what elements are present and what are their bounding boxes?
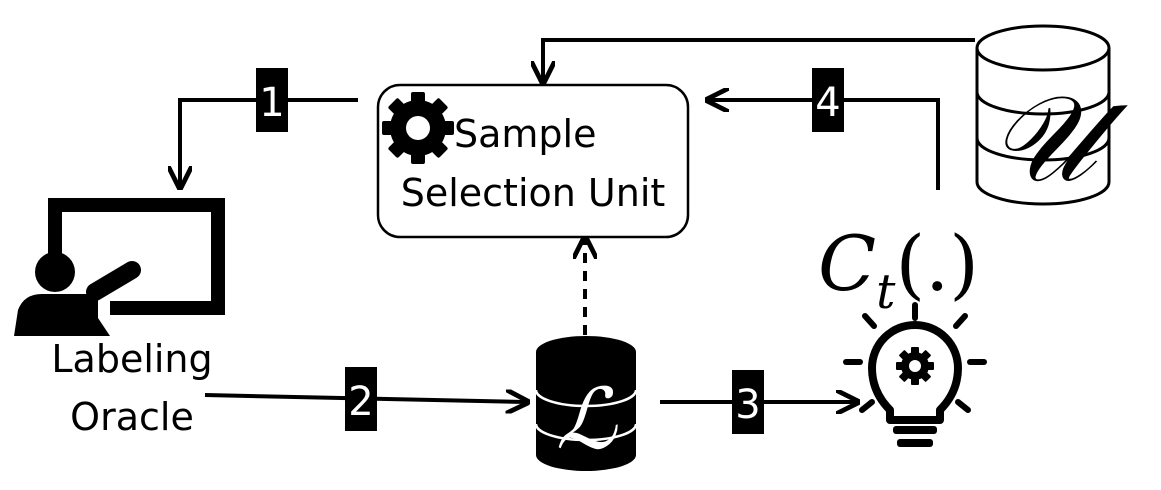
lightbulb-gear-icon <box>843 302 987 447</box>
gear-icon <box>382 92 454 164</box>
classifier-label: Ct(.) <box>818 219 979 320</box>
labeled-set-symbol: ℒ <box>556 370 618 468</box>
labeling-oracle: Labeling Oracle <box>14 198 225 439</box>
classifier: Ct(.) <box>818 219 987 447</box>
labeled-database: ℒ <box>534 336 638 471</box>
step-badge-4: 4 <box>812 68 844 132</box>
selection-unit-title-line1: Sample <box>454 112 596 156</box>
svg-text:2: 2 <box>348 379 373 425</box>
oracle-label-line1: Labeling <box>51 337 212 381</box>
step-badge-1: 1 <box>256 68 288 132</box>
selection-unit-title-line2: Selection Unit <box>401 171 666 215</box>
database-icon <box>534 336 638 471</box>
unlabeled-database: 𝒰 <box>975 24 1128 209</box>
step-badge-2: 2 <box>345 367 377 431</box>
sample-selection-unit: Sample Selection Unit <box>376 83 690 239</box>
svg-text:3: 3 <box>735 382 760 428</box>
arrow-step-4 <box>710 100 940 190</box>
oracle-label-line2: Oracle <box>70 395 194 439</box>
arrow-step-1 <box>180 98 358 185</box>
arrow-unlabeled-to-selection <box>543 38 975 80</box>
svg-text:4: 4 <box>815 80 840 126</box>
teacher-at-board-icon <box>14 198 225 336</box>
database-icon <box>975 24 1111 206</box>
step-badge-3: 3 <box>732 370 764 434</box>
svg-text:1: 1 <box>259 80 284 126</box>
